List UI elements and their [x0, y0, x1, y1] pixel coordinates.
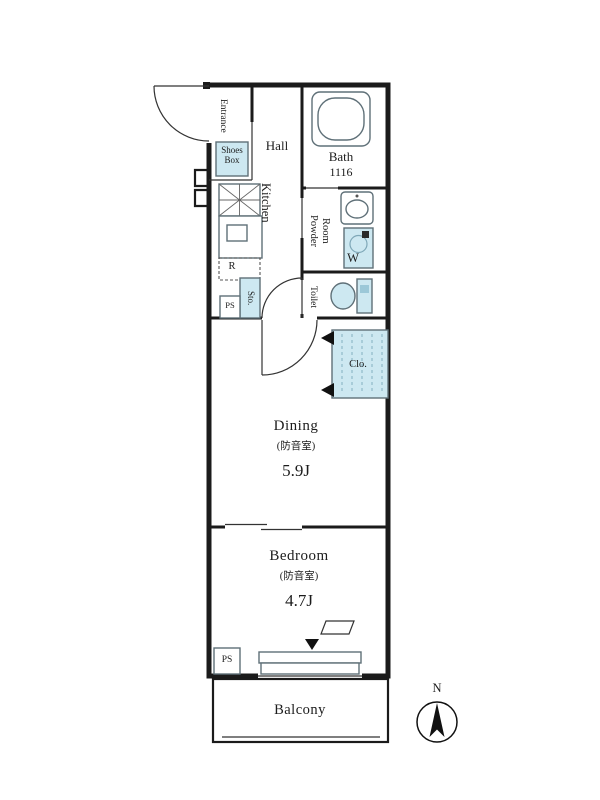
balcony-window: [258, 651, 362, 675]
closet-arrow-top: [321, 331, 334, 345]
washing-machine-icon: [343, 227, 374, 269]
bath-label: Bath: [328, 149, 354, 164]
meter-boxes: [193, 168, 209, 208]
faucet-icon: [362, 231, 369, 238]
thin-partitions: [209, 122, 362, 677]
ps-top-label: PS: [225, 300, 235, 310]
powder-room-label: Powder Room: [308, 214, 332, 248]
closet-hatch: [341, 334, 383, 394]
refrigerator-label: R: [228, 261, 236, 272]
dining-note-label: (防音室): [276, 441, 316, 452]
balcony-label: Balcony: [274, 702, 326, 718]
shoes-box-label: Shoes Box: [221, 145, 243, 166]
toilet-label: Toilet: [308, 285, 318, 309]
entrance-label: Entrance: [218, 99, 228, 133]
step-symbol: [320, 620, 355, 635]
entrance-door-arc: [153, 85, 210, 142]
toilet-icon: [330, 278, 373, 314]
storage-label: Sto.: [246, 291, 256, 306]
closet-arrow-bottom: [321, 383, 334, 397]
ps-bottom-label: PS: [221, 655, 233, 665]
hall-label: Hall: [265, 138, 289, 153]
bedroom-label: Bedroom: [269, 548, 329, 564]
kitchen-counter: [218, 183, 263, 281]
compass-needle: [429, 703, 445, 737]
hall-dining-door-arc: [261, 319, 318, 376]
refrigerator-space: [218, 257, 261, 281]
kitchen-label: Kitchen: [259, 183, 273, 223]
bathtub-icon: [311, 91, 371, 147]
shoes-box: [215, 141, 249, 177]
bath-size-label: 1116: [329, 165, 353, 179]
toilet-door-arc: [261, 277, 303, 319]
washer-label: W: [347, 251, 359, 265]
closet-icon: [321, 329, 389, 399]
balcony-outline: [211, 677, 390, 744]
bedroom-size-label: 4.7J: [285, 591, 313, 610]
sink-bowl-icon: [226, 224, 248, 242]
ps-top-box: [219, 295, 241, 319]
closet-label: Clo.: [349, 359, 367, 370]
bedroom-note-label: (防音室): [279, 571, 319, 582]
compass-north-label: N: [432, 681, 442, 695]
stove-hatch: [218, 183, 261, 217]
dining-label: Dining: [273, 418, 319, 434]
washbasin-icon: [340, 191, 374, 225]
ps-bottom-box: [213, 647, 241, 675]
compass-icon: [416, 701, 458, 743]
dining-size-label: 5.9J: [282, 461, 310, 480]
entry-direction-triangle: [305, 639, 319, 650]
